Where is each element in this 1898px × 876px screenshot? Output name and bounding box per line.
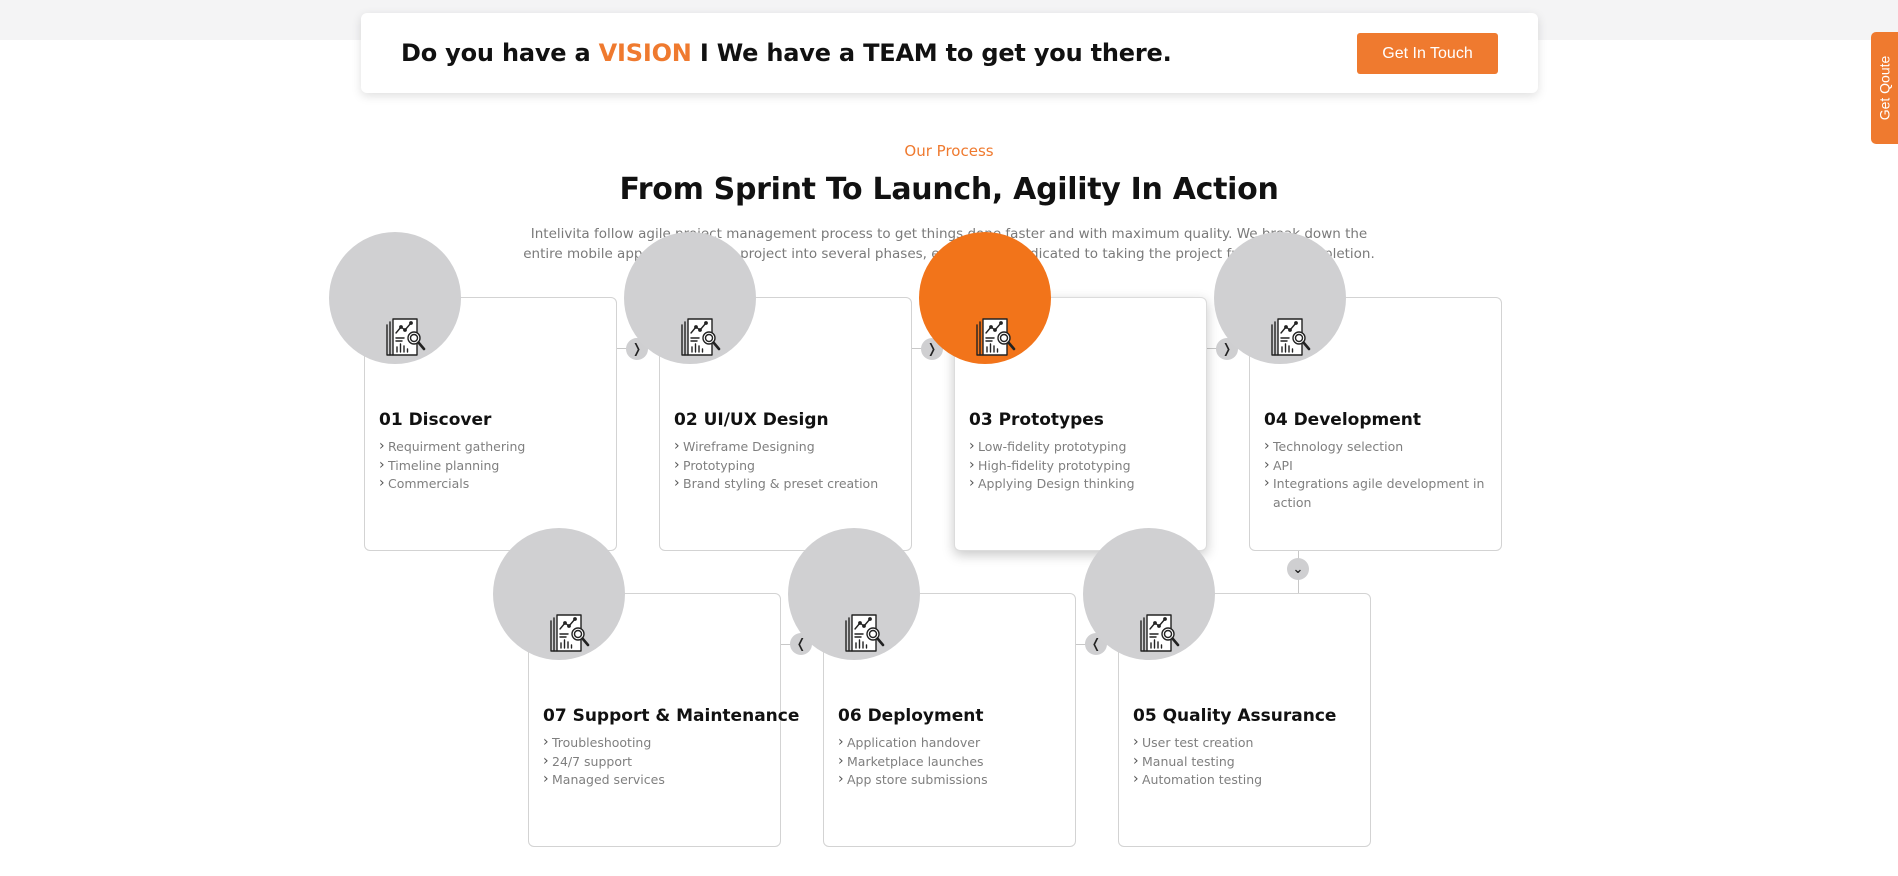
- cta-text-before: Do you have a: [401, 39, 599, 67]
- cta-banner: Do you have a VISION I We have a TEAM to…: [361, 13, 1538, 93]
- get-in-touch-button[interactable]: Get In Touch: [1357, 33, 1498, 74]
- step-list-item: Marketplace launches: [838, 752, 1066, 772]
- step-card-ui-ux-design[interactable]: 02 UI/UX Design Wireframe Designing Prot…: [624, 232, 912, 551]
- step-list-item: Technology selection: [1264, 437, 1492, 457]
- cta-highlight: VISION: [598, 39, 692, 67]
- step-list-item: Wireframe Designing: [674, 437, 902, 457]
- report-analytics-icon: [681, 318, 721, 356]
- step-card-development[interactable]: 04 Development Technology selection API …: [1214, 232, 1502, 551]
- step-list-item: Prototyping: [674, 456, 902, 476]
- step-list-item: Requirment gathering: [379, 437, 607, 457]
- step-title: 01 Discover: [379, 410, 492, 430]
- cta-text-after: I We have a TEAM to get you there.: [691, 39, 1172, 67]
- step-list-item: User test creation: [1133, 733, 1361, 753]
- step-list: Requirment gathering Timeline planning C…: [379, 437, 607, 494]
- step-list: Troubleshooting 24/7 support Managed ser…: [543, 733, 771, 790]
- step-card-support-maintenance[interactable]: 07 Support & Maintenance Troubleshooting…: [493, 528, 799, 847]
- cta-headline: Do you have a VISION I We have a TEAM to…: [401, 39, 1172, 67]
- step-list: User test creation Manual testing Automa…: [1133, 733, 1361, 790]
- section-title: From Sprint To Launch, Agility In Action: [619, 172, 1279, 207]
- step-list-item: Brand styling & preset creation: [674, 474, 902, 494]
- report-analytics-icon: [845, 614, 885, 652]
- step-list-item: API: [1264, 456, 1492, 476]
- step-list-item: 24/7 support: [543, 752, 771, 772]
- step-list-item: Troubleshooting: [543, 733, 771, 753]
- arrow-down-icon: ⌄: [1287, 558, 1309, 580]
- step-list: Low-fidelity prototyping High-fidelity p…: [969, 437, 1197, 494]
- step-list-item: High-fidelity prototyping: [969, 456, 1197, 476]
- step-list-item: Application handover: [838, 733, 1066, 753]
- report-analytics-icon: [976, 318, 1016, 356]
- step-list-item: Automation testing: [1133, 770, 1361, 790]
- report-analytics-icon: [550, 614, 590, 652]
- step-list-item: Timeline planning: [379, 456, 607, 476]
- step-list-item: App store submissions: [838, 770, 1066, 790]
- section-eyebrow: Our Process: [904, 142, 994, 160]
- report-analytics-icon: [1271, 318, 1311, 356]
- step-title: 04 Development: [1264, 410, 1421, 430]
- step-card-quality-assurance[interactable]: 05 Quality Assurance User test creation …: [1083, 528, 1371, 847]
- step-list: Technology selection API Integrations ag…: [1264, 437, 1492, 512]
- step-title: 07 Support & Maintenance: [543, 706, 800, 726]
- report-analytics-icon: [1140, 614, 1180, 652]
- step-list: Wireframe Designing Prototyping Brand st…: [674, 437, 902, 494]
- step-list-item: Commercials: [379, 474, 607, 494]
- step-list-item: Applying Design thinking: [969, 474, 1197, 494]
- get-quote-label: Get Qoute: [1876, 55, 1893, 121]
- step-card-prototypes[interactable]: 03 Prototypes Low-fidelity prototyping H…: [919, 232, 1207, 551]
- step-title: 02 UI/UX Design: [674, 410, 829, 430]
- step-card-deployment[interactable]: 06 Deployment Application handover Marke…: [788, 528, 1076, 847]
- step-card-discover[interactable]: 01 Discover Requirment gathering Timelin…: [329, 232, 617, 551]
- step-list-item: Low-fidelity prototyping: [969, 437, 1197, 457]
- get-quote-tab[interactable]: Get Qoute: [1871, 32, 1898, 144]
- step-list: Application handover Marketplace launche…: [838, 733, 1066, 790]
- step-list-item: Integrations agile development in action: [1264, 474, 1492, 512]
- report-analytics-icon: [386, 318, 426, 356]
- step-title: 03 Prototypes: [969, 410, 1104, 430]
- step-list-item: Managed services: [543, 770, 771, 790]
- step-title: 05 Quality Assurance: [1133, 706, 1337, 726]
- step-list-item: Manual testing: [1133, 752, 1361, 772]
- step-title: 06 Deployment: [838, 706, 984, 726]
